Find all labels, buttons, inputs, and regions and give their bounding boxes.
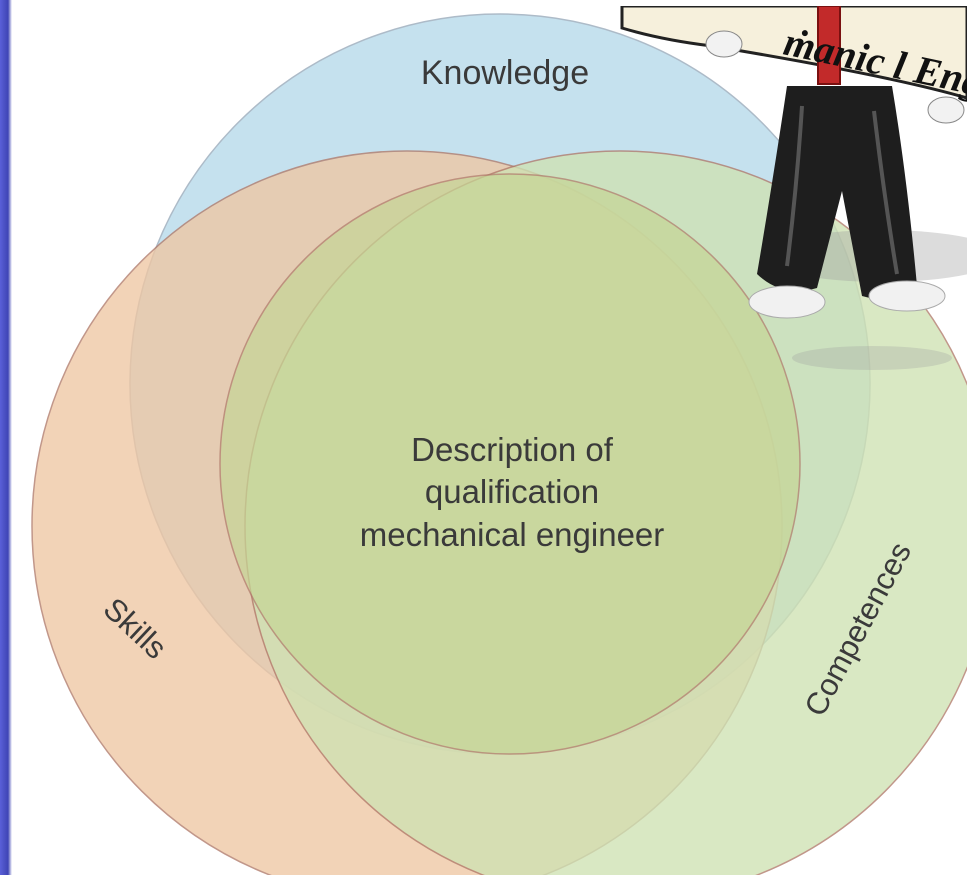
qualification-circle: [219, 173, 801, 755]
venn-diagram: Knowledge Skills Competences Description…: [31, 6, 967, 875]
description-line-3: mechanical engineer: [360, 516, 665, 553]
description-line-1: Description of: [411, 431, 614, 468]
description-line-2: qualification: [425, 473, 599, 510]
diagram-canvas: Knowledge Skills Competences Description…: [12, 6, 967, 875]
knowledge-label: Knowledge: [421, 54, 589, 92]
